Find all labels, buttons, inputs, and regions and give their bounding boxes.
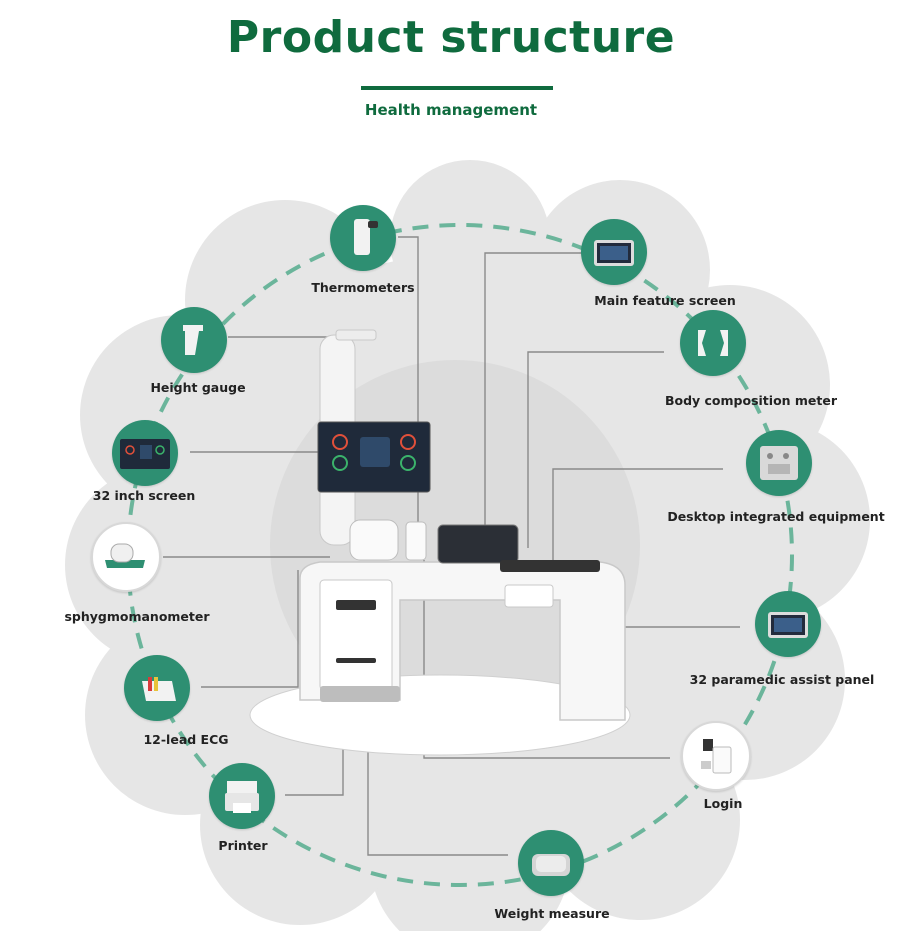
label-height-gauge: Height gauge (150, 380, 246, 395)
label-body-composition-meter: Body composition meter (664, 393, 838, 408)
body-composition-icon (680, 310, 746, 376)
label-login: Login (703, 796, 743, 811)
label-weight-measure: Weight measure (494, 906, 610, 921)
label-desktop-integrated-equipment: Desktop integrated equipment (667, 509, 885, 524)
connector-lines (163, 236, 740, 856)
page-title: Product structure (226, 12, 676, 63)
scale-platform-icon (518, 830, 584, 896)
height-gauge-icon (161, 307, 227, 373)
label-main-feature-screen: Main feature screen (594, 293, 736, 308)
label-thermometers: Thermometers (311, 280, 415, 295)
tablet-screen-icon (581, 219, 647, 285)
ecg-device-icon (124, 655, 190, 721)
printer-icon (209, 763, 275, 829)
page-subtitle: Health management (364, 101, 538, 119)
blood-pressure-cuff-icon (91, 522, 161, 592)
thermometer-icon (330, 205, 396, 271)
label-sphygmomanometer: sphygmomanometer (64, 609, 210, 624)
label-printer: Printer (218, 838, 268, 853)
title-underline (361, 86, 553, 90)
login-reader-icon (681, 721, 751, 791)
label-32-paramedic-assist-panel: 32 paramedic assist panel (689, 672, 875, 687)
health-kiosk-illustration (249, 329, 631, 756)
label-32-inch-screen: 32 inch screen (92, 488, 196, 503)
label-12-lead-ecg: 12-lead ECG (143, 732, 229, 747)
assist-panel-icon (755, 591, 821, 657)
circuit-board-icon (746, 430, 812, 496)
monitor-icon (112, 420, 178, 486)
